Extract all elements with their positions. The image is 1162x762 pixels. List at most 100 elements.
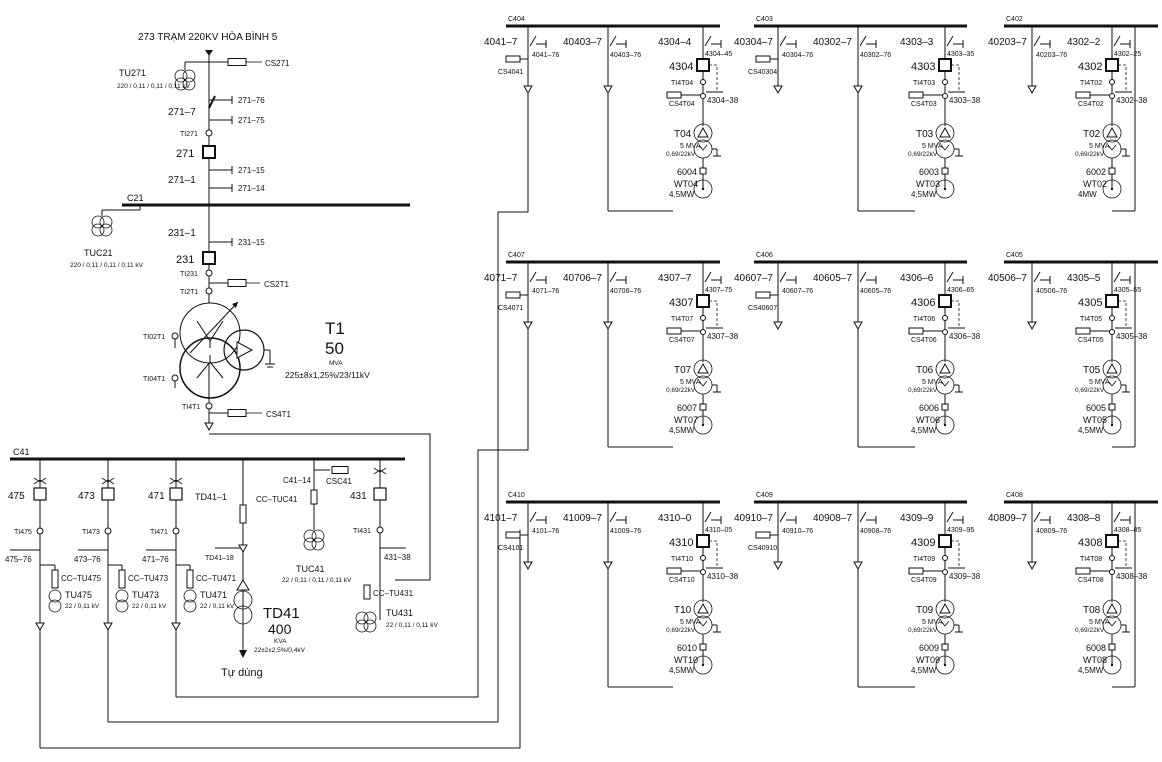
unit-isolator-label: 4302–2	[1067, 37, 1101, 48]
link-isolator-label: 40302–7	[813, 37, 852, 48]
unit-wt-label: WT05	[1083, 415, 1107, 425]
isolator-label: 4101–7	[484, 513, 518, 524]
unit-trafo-label: T02	[1083, 129, 1101, 140]
unit-cs-label: CS4T08	[1078, 577, 1104, 584]
unit-cs-label: CS4T03	[911, 101, 937, 108]
tu271-label: TU271	[119, 68, 146, 78]
isolator-label: 40910–7	[734, 513, 773, 524]
arrester-label: CS40304	[748, 69, 777, 76]
cable-label: C403	[756, 16, 773, 23]
cs271-label: CS271	[265, 59, 290, 68]
cable-label: C405	[1006, 252, 1023, 259]
tuc41-bay: CC–TUC41 C41–14 CSC41 TUC41 22 / 0,11 / …	[256, 459, 352, 584]
wind-generator-icon	[693, 179, 713, 199]
d471-76-label: 471–76	[142, 555, 169, 564]
earth-switch-label: 40809–76	[1036, 528, 1067, 535]
tuc41-transformer-icon	[303, 529, 325, 551]
unit-breaker	[938, 58, 952, 72]
unit-trafo-ratio: 0,69/22kV	[1075, 627, 1105, 634]
cs4t1-label: CS4T1	[266, 410, 291, 419]
c21-label: C21	[127, 193, 144, 203]
unit-wt-label: WT06	[916, 415, 940, 425]
unit-trafo-label: T08	[1083, 605, 1101, 616]
unit-breaker-label: 4309	[911, 537, 935, 549]
cable-label: C410	[508, 492, 525, 499]
unit-trafo-ratio: 0,69/22kV	[908, 387, 938, 394]
unit-breaker-label: 4306	[911, 297, 935, 309]
unit-trafo-label: T07	[674, 365, 692, 376]
unit-trafo-rating: 5 MVA	[922, 379, 943, 386]
d473-76-label: 473–76	[74, 555, 101, 564]
unit-earth2-label: 4303–38	[949, 96, 981, 105]
link-isolator-label: 40706–7	[563, 273, 602, 284]
cs2t1-label: CS2T1	[264, 280, 289, 289]
unit-trafo-label: T04	[674, 129, 692, 140]
earth-switch-label: 40304–76	[782, 52, 813, 59]
unit-breaker	[696, 58, 710, 72]
cc473-label: CC–TU473	[128, 574, 169, 583]
unit-breaker	[938, 534, 952, 548]
link-earth-label: 41009–76	[610, 528, 641, 535]
unit-breaker-label: 4303	[911, 61, 935, 73]
cc-tuc41-label: CC–TUC41	[256, 495, 298, 504]
wind-generator-icon	[693, 655, 713, 675]
d475-76-label: 475–76	[5, 555, 32, 564]
d431-38-label: 431–38	[384, 553, 411, 562]
unit-ti-label: TI4T03	[913, 80, 935, 87]
unit-earth2-label: 4305–38	[1116, 332, 1148, 341]
unit-breaker	[696, 294, 710, 308]
link-earth-label: 40706–76	[610, 288, 641, 295]
tu271-transformer-icon	[174, 69, 196, 91]
unit-trafo-label: T06	[916, 365, 934, 376]
unit-breaker-label: 4302	[1078, 61, 1102, 73]
mv-section: C41 475 TI475 475–76 CC–TU475 TU475 22 /…	[5, 36, 529, 749]
unit-gen-switch-label: 6008	[1086, 643, 1106, 653]
unit-trafo-ratio: 0,69/22kV	[666, 151, 696, 158]
ti475-label: TI475	[14, 529, 32, 536]
unit-breaker	[938, 294, 952, 308]
cable-label: C409	[756, 492, 773, 499]
unit-breaker-label: 4304	[669, 61, 693, 73]
td41-name: TD41	[263, 605, 300, 622]
unit-trafo-rating: 5 MVA	[922, 143, 943, 150]
tuc21-transformer-icon	[91, 215, 113, 237]
cc471-label: CC–TU471	[196, 574, 237, 583]
unit-cs-label: CS4T05	[1078, 337, 1104, 344]
unit-gen-switch-label: 6003	[919, 167, 939, 177]
unit-gen-switch-label: 6009	[919, 643, 939, 653]
unit-mw-label: 4MW	[1078, 190, 1097, 199]
unit-wt-label: WT08	[1083, 655, 1107, 665]
wind-generator-icon	[1102, 655, 1122, 675]
tu431-transformer-icon	[355, 611, 377, 633]
unit-cs-label: CS4T09	[911, 577, 937, 584]
td41-ratio: 22±2x2,5%/0,4kV	[254, 647, 306, 654]
earth-switch-label: 4101–76	[532, 528, 559, 535]
t1-rating: 50	[325, 339, 344, 358]
ti02t1-label: TI02T1	[143, 334, 165, 341]
link-isolator-label: 40403–7	[563, 37, 602, 48]
unit-cs-label: CS4T10	[669, 577, 695, 584]
unit-trafo-label: T09	[916, 605, 934, 616]
unit-isolator-label: 4306–6	[900, 273, 934, 284]
t1-unit: MVA	[329, 360, 343, 367]
cable-label: C407	[508, 252, 525, 259]
f431-label: 431	[350, 491, 367, 502]
unit-wt-label: WT04	[674, 179, 698, 189]
unit-ti-label: TI4T08	[1080, 556, 1102, 563]
td41-1-label: TD41–1	[195, 492, 227, 502]
tu475-ratio: 22 / 0,11 kV	[65, 603, 100, 610]
isolator-label: 40809–7	[988, 513, 1027, 524]
unit-wt-label: WT02	[1083, 179, 1107, 189]
unit-earth-label: 4304–45	[705, 51, 732, 58]
tu471-label: TU471	[200, 590, 227, 600]
tu473-ratio: 22 / 0,11 kV	[132, 603, 167, 610]
wind-row-3: C4104101–74101–76CS4101C40940910–740910–…	[484, 492, 1158, 688]
d271-14-label: 271–14	[238, 184, 265, 193]
ti473-label: TI473	[82, 529, 100, 536]
unit-wt-label: WT10	[674, 655, 698, 665]
unit-gen-switch-label: 6007	[677, 403, 697, 413]
isolator-label: 40203–7	[988, 37, 1027, 48]
